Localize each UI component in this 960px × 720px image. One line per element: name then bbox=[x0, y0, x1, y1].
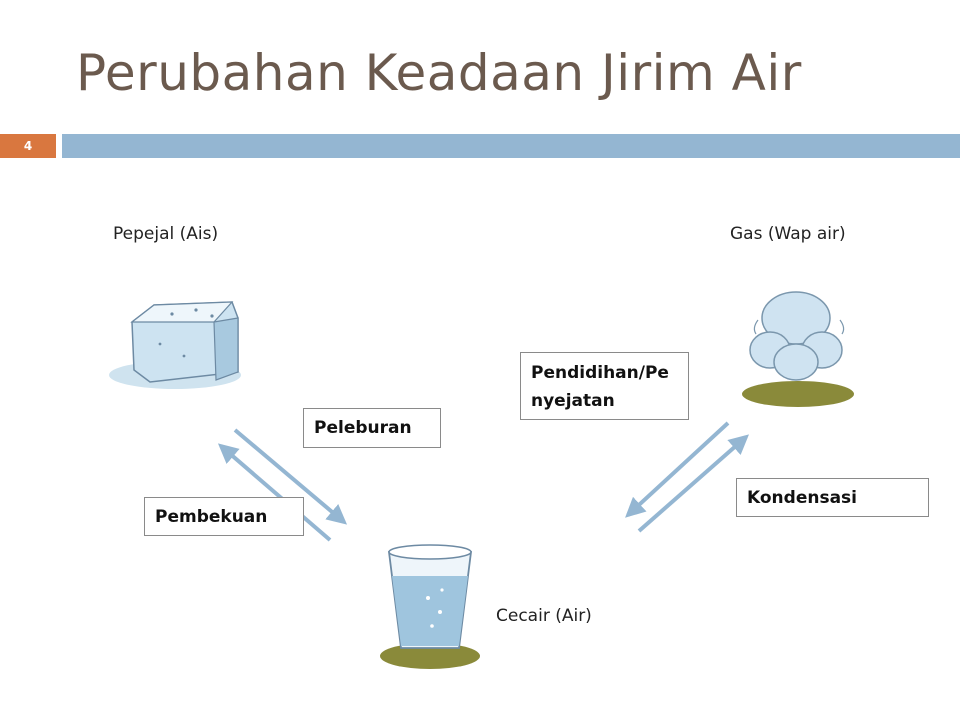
boiling-label-box: Pendidihan/Penyejatan bbox=[520, 352, 689, 420]
condensation-label: Kondensasi bbox=[747, 488, 857, 508]
melting-arrow bbox=[233, 428, 348, 525]
freezing-arrow bbox=[217, 443, 332, 542]
liquid-state-label: Cecair (Air) bbox=[496, 606, 592, 626]
gas-state-label: Gas (Wap air) bbox=[730, 224, 846, 244]
slide-number: 4 bbox=[0, 134, 56, 158]
boiling-label: Pendidihan/Penyejatan bbox=[531, 363, 669, 411]
condensation-arrow bbox=[625, 421, 730, 518]
melting-label-box: Peleburan bbox=[303, 408, 441, 448]
melting-label: Peleburan bbox=[314, 418, 412, 438]
freezing-label-box: Pembekuan bbox=[144, 497, 304, 536]
solid-state-label: Pepejal (Ais) bbox=[113, 224, 219, 244]
boiling-arrow bbox=[637, 434, 750, 533]
ice-cube-icon bbox=[109, 301, 241, 389]
steam-cloud-icon bbox=[742, 291, 854, 407]
slide-title: Perubahan Keadaan Jirim Air bbox=[76, 44, 802, 102]
water-glass-icon bbox=[380, 544, 480, 669]
condensation-label-box: Kondensasi bbox=[736, 478, 929, 517]
freezing-label: Pembekuan bbox=[155, 507, 268, 527]
header-bar bbox=[62, 134, 960, 158]
